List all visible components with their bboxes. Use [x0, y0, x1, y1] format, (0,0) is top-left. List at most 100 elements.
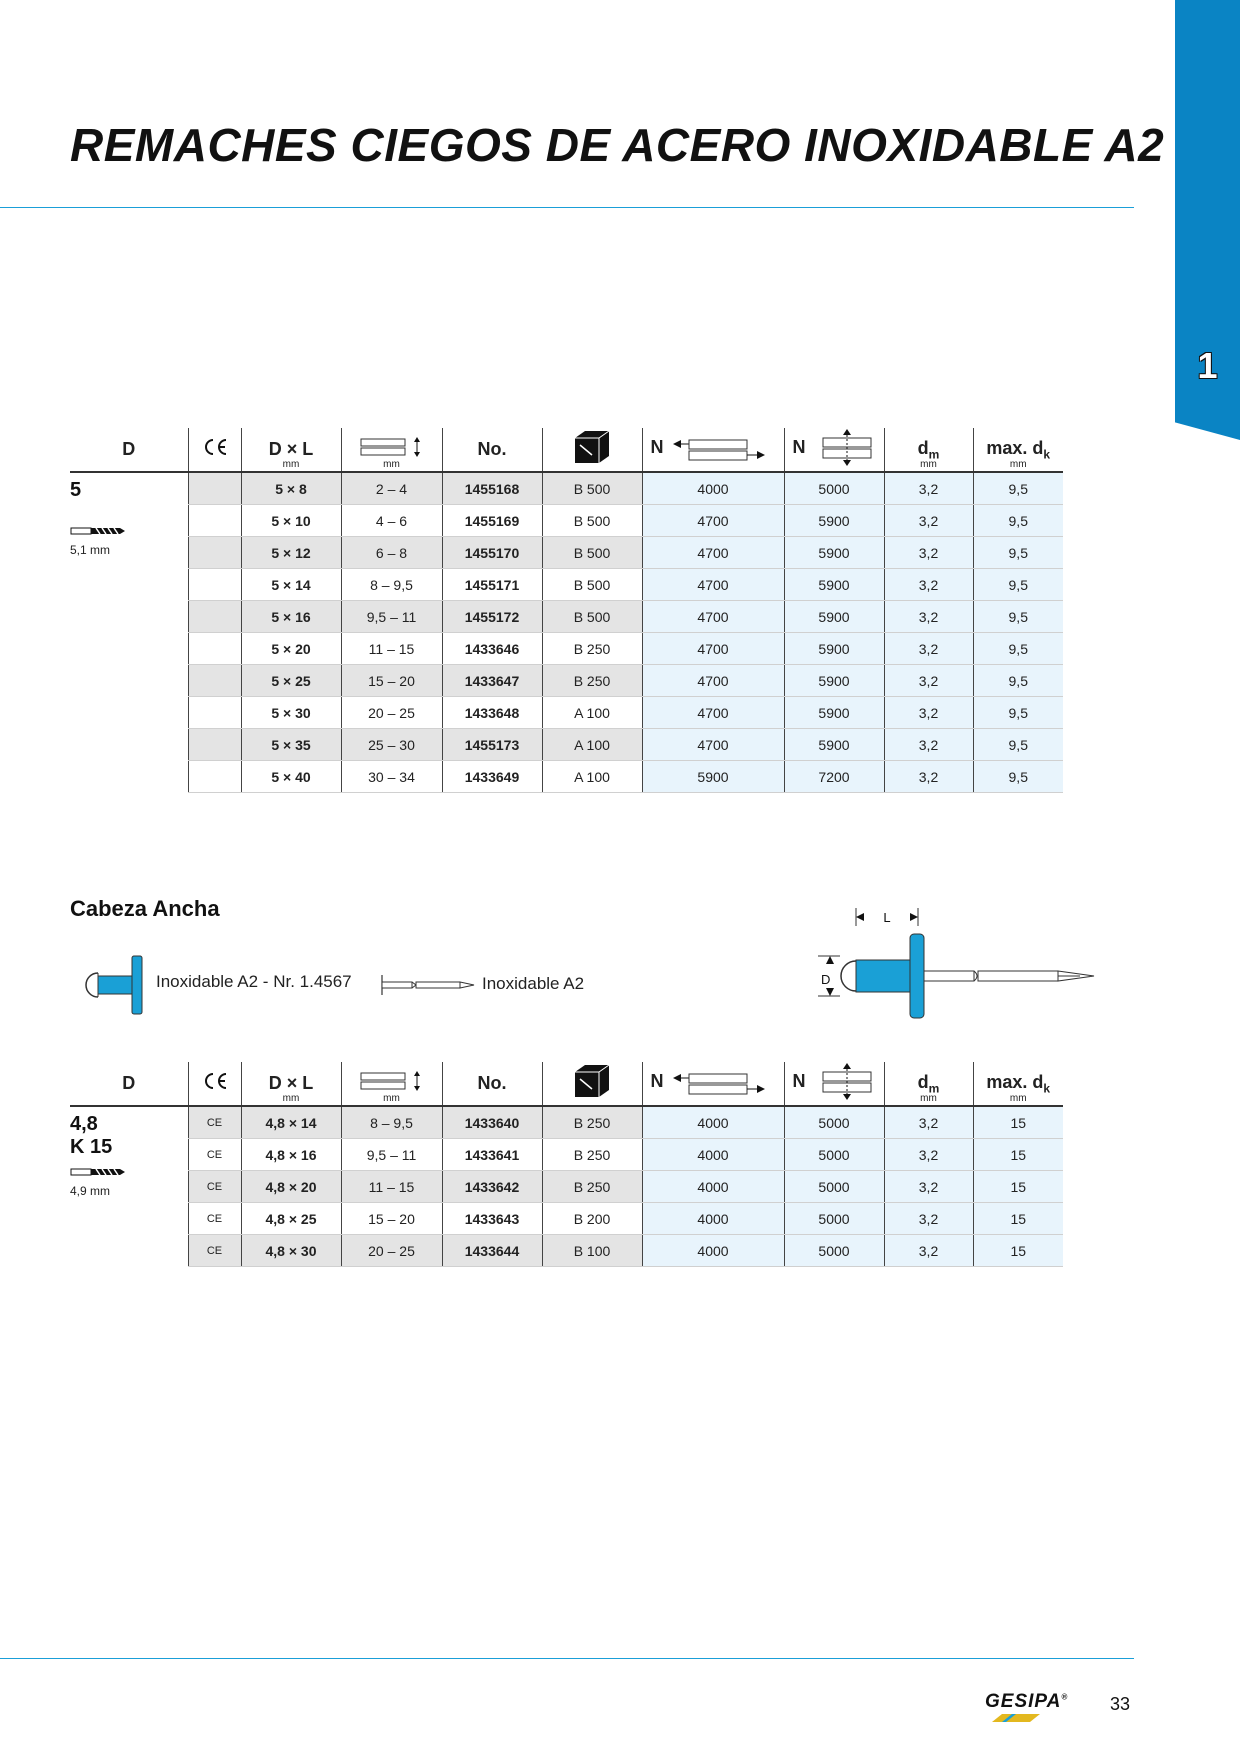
tensile-force-cell: 7200 — [783, 760, 884, 793]
tensile-force-cell: 5000 — [783, 1234, 884, 1267]
shear-force-cell: 4700 — [641, 696, 784, 729]
head-diameter-cell: 15 — [972, 1106, 1063, 1139]
mandrel-diameter-cell: 3,2 — [883, 568, 973, 601]
rivet-body-icon — [85, 955, 143, 1015]
shear-force-cell: 4700 — [641, 632, 784, 665]
mandrel-diameter-cell: 3,2 — [883, 632, 973, 665]
table-row: 5 × 20 11 – 15 1433646 B 250 4700 5900 3… — [70, 632, 1063, 665]
diameter-cell: 4,8 K 15 4,9 mm — [70, 1106, 188, 1267]
drill-bit-icon — [70, 527, 125, 535]
head-diameter-cell: 15 — [972, 1170, 1063, 1203]
col-tensile-label: N — [792, 1071, 806, 1091]
mandrel-diameter-cell: 3,2 — [883, 664, 973, 697]
grip-range-cell: 15 – 20 — [340, 1202, 442, 1235]
col-shear: N — [641, 428, 784, 473]
packaging-cell: B 100 — [541, 1234, 642, 1267]
dxl-cell: 5 × 16 — [240, 600, 341, 633]
col-d: D — [70, 1062, 188, 1107]
table-row: 5 × 10 4 – 6 1455169 B 500 4700 5900 3,2… — [70, 504, 1063, 537]
table-row: 5 × 35 25 – 30 1455173 A 100 4700 5900 3… — [70, 728, 1063, 761]
grip-range-cell: 25 – 30 — [340, 728, 442, 761]
dxl-cell: 5 × 12 — [240, 536, 341, 569]
packaging-cell: B 500 — [541, 600, 642, 633]
tensile-force-cell: 5000 — [783, 1170, 884, 1203]
packaging-cell: A 100 — [541, 696, 642, 729]
grip-range-cell: 8 – 9,5 — [340, 1106, 442, 1139]
page-title: REMACHES CIEGOS DE ACERO INOXIDABLE A2 — [70, 119, 1165, 171]
packaging-cell: B 500 — [541, 536, 642, 569]
head-diameter-cell: 9,5 — [972, 536, 1063, 569]
col-no: No. — [441, 428, 542, 473]
col-dm-unit: mm — [920, 459, 937, 470]
packaging-cell: B 200 — [541, 1202, 642, 1235]
ce-cell — [187, 536, 241, 569]
col-shear-label: N — [650, 1071, 664, 1091]
table-row: CE 4,8 × 30 20 – 25 1433644 B 100 4000 5… — [70, 1234, 1063, 1267]
table-row: CE 4,8 × 16 9,5 – 11 1433641 B 250 4000 … — [70, 1138, 1063, 1171]
drill-bit-icon — [70, 1168, 125, 1176]
mandrel-diameter-cell: 3,2 — [883, 1234, 973, 1267]
ce-cell — [187, 760, 241, 793]
head-diameter-cell: 9,5 — [972, 568, 1063, 601]
packaging-cell: A 100 — [541, 760, 642, 793]
table-row: 5 × 16 9,5 – 11 1455172 B 500 4700 5900 … — [70, 600, 1063, 633]
col-shear-label: N — [650, 437, 664, 457]
page-number: 33 — [1110, 1694, 1131, 1714]
ce-mark: CE — [206, 1116, 223, 1129]
dimension-l-label: L — [883, 910, 890, 925]
ce-cell — [187, 696, 241, 729]
grip-range-cell: 2 – 4 — [340, 472, 442, 505]
brand-swoosh-icon — [992, 1714, 1040, 1722]
footer-rule — [0, 1658, 1134, 1659]
shear-force-cell: 5900 — [641, 760, 784, 793]
ce-cell: CE — [187, 1234, 241, 1267]
dxl-cell: 5 × 10 — [240, 504, 341, 537]
col-dk-label: max. dk — [986, 437, 1051, 462]
grip-range-icon — [360, 437, 420, 457]
col-tensile: N — [783, 1062, 884, 1107]
table-row: CE 4,8 × 25 15 – 20 1433643 B 200 4000 5… — [70, 1202, 1063, 1235]
head-diameter-cell: 9,5 — [972, 696, 1063, 729]
tensile-force-cell: 5900 — [783, 728, 884, 761]
package-box-icon — [575, 430, 610, 463]
ce-cell: CE — [187, 1202, 241, 1235]
grip-range-cell: 11 – 15 — [340, 1170, 442, 1203]
head-diameter-cell: 9,5 — [972, 760, 1063, 793]
ce-cell: CE — [187, 1106, 241, 1139]
article-number-cell: 1455170 — [441, 536, 542, 569]
article-number-cell: 1433648 — [441, 696, 542, 729]
ce-mark: CE — [206, 1148, 223, 1161]
ce-cell: CE — [187, 1138, 241, 1171]
article-number-cell: 1433642 — [441, 1170, 542, 1203]
dxl-cell: 5 × 8 — [240, 472, 341, 505]
dxl-cell: 4,8 × 20 — [240, 1170, 341, 1203]
grip-range-cell: 20 – 25 — [340, 1234, 442, 1267]
ce-cell — [187, 632, 241, 665]
grip-range-cell: 11 – 15 — [340, 632, 442, 665]
ce-cell — [187, 600, 241, 633]
article-number-cell: 1433644 — [441, 1234, 542, 1267]
grip-range-cell: 15 – 20 — [340, 664, 442, 697]
shear-force-cell: 4700 — [641, 600, 784, 633]
packaging-cell: B 250 — [541, 632, 642, 665]
brand-name: GESIPA — [985, 1691, 1062, 1712]
grip-range-cell: 9,5 – 11 — [340, 600, 442, 633]
table-row: 5 × 14 8 – 9,5 1455171 B 500 4700 5900 3… — [70, 568, 1063, 601]
brand-registered-mark: ® — [1061, 1692, 1069, 1702]
head-diameter-cell: 9,5 — [972, 472, 1063, 505]
col-grip-unit: mm — [383, 459, 400, 470]
col-dxl-unit: mm — [282, 1093, 300, 1104]
col-tensile: N — [783, 428, 884, 473]
shear-force-cell: 4700 — [641, 568, 784, 601]
article-number-cell: 1455171 — [441, 568, 542, 601]
col-dk-unit: mm — [1009, 459, 1027, 470]
tensile-force-icon — [822, 1063, 871, 1100]
mandrel-material-label: Inoxidable A2 — [482, 974, 585, 993]
article-number-cell: 1455173 — [441, 728, 542, 761]
packaging-cell: B 250 — [541, 1138, 642, 1171]
table-row: CE 4,8 × 20 11 – 15 1433642 B 250 4000 5… — [70, 1170, 1063, 1203]
dxl-cell: 5 × 40 — [240, 760, 341, 793]
shear-force-cell: 4700 — [641, 536, 784, 569]
ce-cell — [187, 504, 241, 537]
